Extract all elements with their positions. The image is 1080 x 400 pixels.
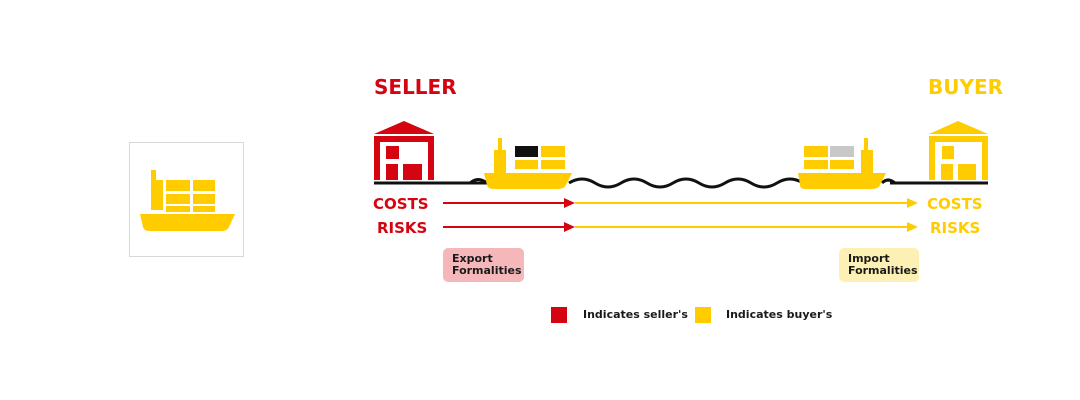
buyer-warehouse-icon <box>929 121 988 180</box>
seller-title: SELLER <box>374 75 457 99</box>
mode-icon-card <box>129 142 244 257</box>
buyer-risks-label: RISKS <box>930 219 981 237</box>
import-formalities-box: Import Formalities <box>839 248 919 282</box>
seller-risks-label: RISKS <box>377 219 428 237</box>
import-formalities-line1: Import <box>848 252 890 265</box>
seller-costs-label: COSTS <box>373 195 429 213</box>
costs-arrow <box>443 198 918 208</box>
buyer-costs-label: COSTS <box>927 195 983 213</box>
legend-seller-swatch <box>551 307 567 323</box>
legend-seller-label: Indicates seller's <box>583 308 688 321</box>
sea-waves <box>568 177 804 189</box>
export-formalities-box: Export Formalities <box>443 248 524 282</box>
risks-arrow <box>443 222 918 232</box>
export-formalities-line2: Formalities <box>452 264 522 277</box>
cargo-ship-icon <box>140 170 235 231</box>
legend-buyer-swatch <box>695 307 711 323</box>
import-ship-icon <box>798 138 886 189</box>
buyer-title: BUYER <box>928 75 1004 99</box>
legend-buyer-label: Indicates buyer's <box>726 308 833 321</box>
import-formalities-line2: Formalities <box>848 264 918 277</box>
export-ship-icon <box>484 138 572 189</box>
export-formalities-line1: Export <box>452 252 493 265</box>
seller-warehouse-icon <box>374 121 434 180</box>
